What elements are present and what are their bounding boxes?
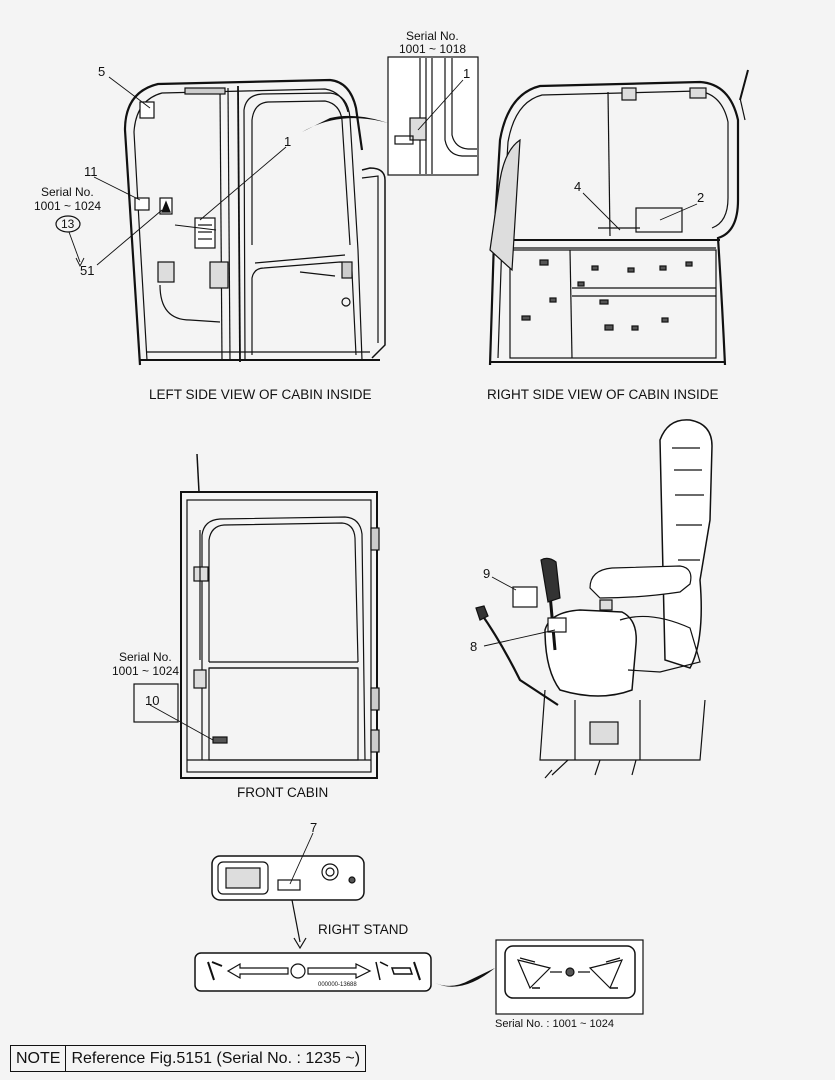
warning-decal: 000000-13688 <box>194 952 432 992</box>
left-side-cabin-drawing <box>123 78 386 366</box>
callout-4: 4 <box>574 179 581 194</box>
labels: 5 11 Serial No. 1001 ~ 1024 13 51 1 Seri… <box>34 29 719 1030</box>
callout-51: 51 <box>80 263 94 278</box>
note-box: NOTE Reference Fig.5151 (Serial No. : 12… <box>10 1045 367 1072</box>
callout-10: 10 <box>145 693 159 708</box>
callout-8: 8 <box>470 639 477 654</box>
right-side-view-title: RIGHT SIDE VIEW OF CABIN INSIDE <box>487 387 719 402</box>
callout-7: 7 <box>310 820 317 835</box>
callout-1-left: 1 <box>284 134 291 149</box>
serial-label-left: Serial No. <box>41 185 94 199</box>
serial-range-top: 1001 ~ 1018 <box>399 42 466 56</box>
serial-bottom: Serial No. : 1001 ~ 1024 <box>495 1018 614 1030</box>
note-key: NOTE <box>11 1046 67 1071</box>
serial-label-front: Serial No. <box>119 650 172 664</box>
serial-range-left: 1001 ~ 1024 <box>34 199 101 213</box>
leader-lines <box>68 76 698 885</box>
front-cabin-title: FRONT CABIN <box>237 785 328 800</box>
right-side-cabin-drawing <box>488 69 749 366</box>
serial-label-top: Serial No. <box>406 29 459 43</box>
right-stand-drawing <box>211 855 365 950</box>
decal-detail-box <box>435 939 644 1015</box>
callout-13: 13 <box>61 217 75 231</box>
callout-9: 9 <box>483 566 490 581</box>
callout-5: 5 <box>98 64 105 79</box>
front-cabin-drawing <box>133 453 380 779</box>
decal-code-text: 000000-13688 <box>318 982 357 988</box>
right-stand-title: RIGHT STAND <box>318 922 409 937</box>
left-side-view-title: LEFT SIDE VIEW OF CABIN INSIDE <box>149 387 372 402</box>
callout-1-inset: 1 <box>463 66 470 81</box>
callout-11: 11 <box>84 164 98 179</box>
callout-13-circle <box>55 215 81 233</box>
callout-2: 2 <box>697 190 704 205</box>
operator-seat-drawing <box>475 419 713 779</box>
note-text: Reference Fig.5151 (Serial No. : 1235 ~) <box>71 1050 361 1067</box>
serial-inset-box <box>302 56 479 176</box>
serial-range-front: 1001 ~ 1024 <box>112 664 179 678</box>
